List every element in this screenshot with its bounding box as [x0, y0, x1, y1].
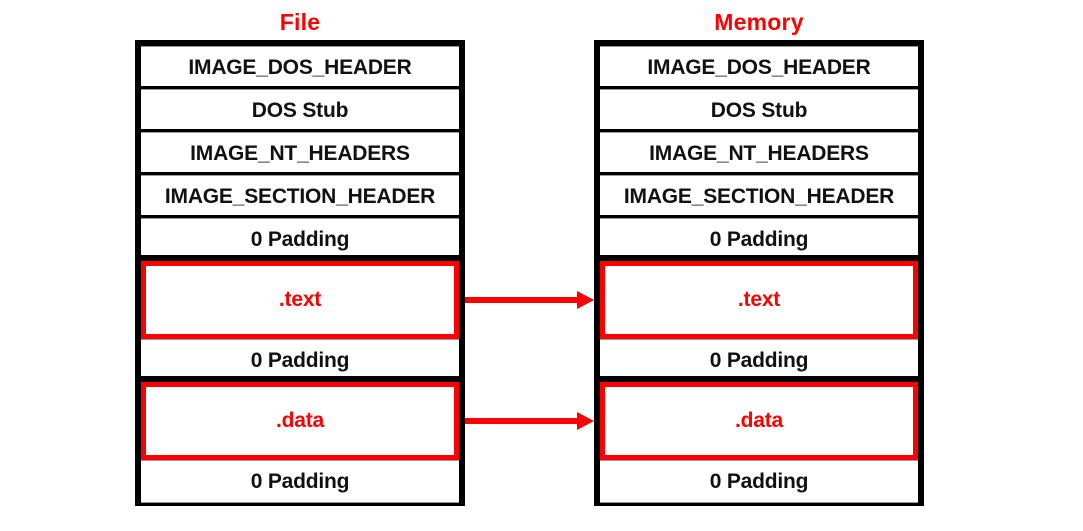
arrow-head-icon	[577, 291, 594, 309]
row-image-section-header: IMAGE_SECTION_HEADER	[141, 175, 459, 218]
row-image-nt-headers: IMAGE_NT_HEADERS	[141, 132, 459, 175]
row-0-padding: 0 Padding	[141, 339, 459, 382]
row-label: IMAGE_SECTION_HEADER	[623, 184, 895, 208]
row-image-dos-header: IMAGE_DOS_HEADER	[141, 46, 459, 89]
column-title-file: File	[279, 9, 321, 35]
row-dos-stub: DOS Stub	[141, 89, 459, 132]
row-separator	[600, 255, 918, 261]
column-title-memory: Memory	[714, 9, 804, 35]
row-0-padding: 0 Padding	[600, 460, 918, 503]
row-label: IMAGE_SECTION_HEADER	[164, 184, 436, 208]
row-label: IMAGE_NT_HEADERS	[649, 141, 869, 165]
row-label: 0 Padding	[250, 348, 350, 372]
row-label: IMAGE_DOS_HEADER	[188, 55, 412, 79]
arrow-shaft	[465, 297, 580, 303]
row-label: 0 Padding	[709, 348, 809, 372]
row-image-nt-headers: IMAGE_NT_HEADERS	[600, 132, 918, 175]
row-label: 0 Padding	[250, 227, 350, 251]
row-image-dos-header: IMAGE_DOS_HEADER	[600, 46, 918, 89]
arrow-shaft	[465, 418, 580, 424]
row-label: IMAGE_NT_HEADERS	[190, 141, 410, 165]
row-0-padding: 0 Padding	[141, 218, 459, 261]
row-label: DOS Stub	[710, 98, 808, 122]
row-label: 0 Padding	[250, 469, 350, 493]
section-row-text: .text	[141, 261, 459, 339]
row-0-padding: 0 Padding	[141, 460, 459, 503]
row-label: .text	[278, 288, 322, 311]
row-label: IMAGE_DOS_HEADER	[647, 55, 871, 79]
row-label: .text	[737, 288, 781, 311]
row-label: 0 Padding	[709, 227, 809, 251]
arrow-head-icon	[577, 412, 594, 430]
section-row-data: .data	[600, 382, 918, 460]
row-separator	[141, 376, 459, 382]
row-image-section-header: IMAGE_SECTION_HEADER	[600, 175, 918, 218]
row-dos-stub: DOS Stub	[600, 89, 918, 132]
arrow-data-mapping	[465, 412, 594, 430]
row-label: 0 Padding	[709, 469, 809, 493]
row-label: .data	[275, 409, 324, 432]
row-separator	[600, 376, 918, 382]
arrow-text-mapping	[465, 291, 594, 309]
row-label: .data	[734, 409, 783, 432]
row-label: DOS Stub	[251, 98, 349, 122]
row-separator	[141, 255, 459, 261]
section-row-text: .text	[600, 261, 918, 339]
section-row-data: .data	[141, 382, 459, 460]
